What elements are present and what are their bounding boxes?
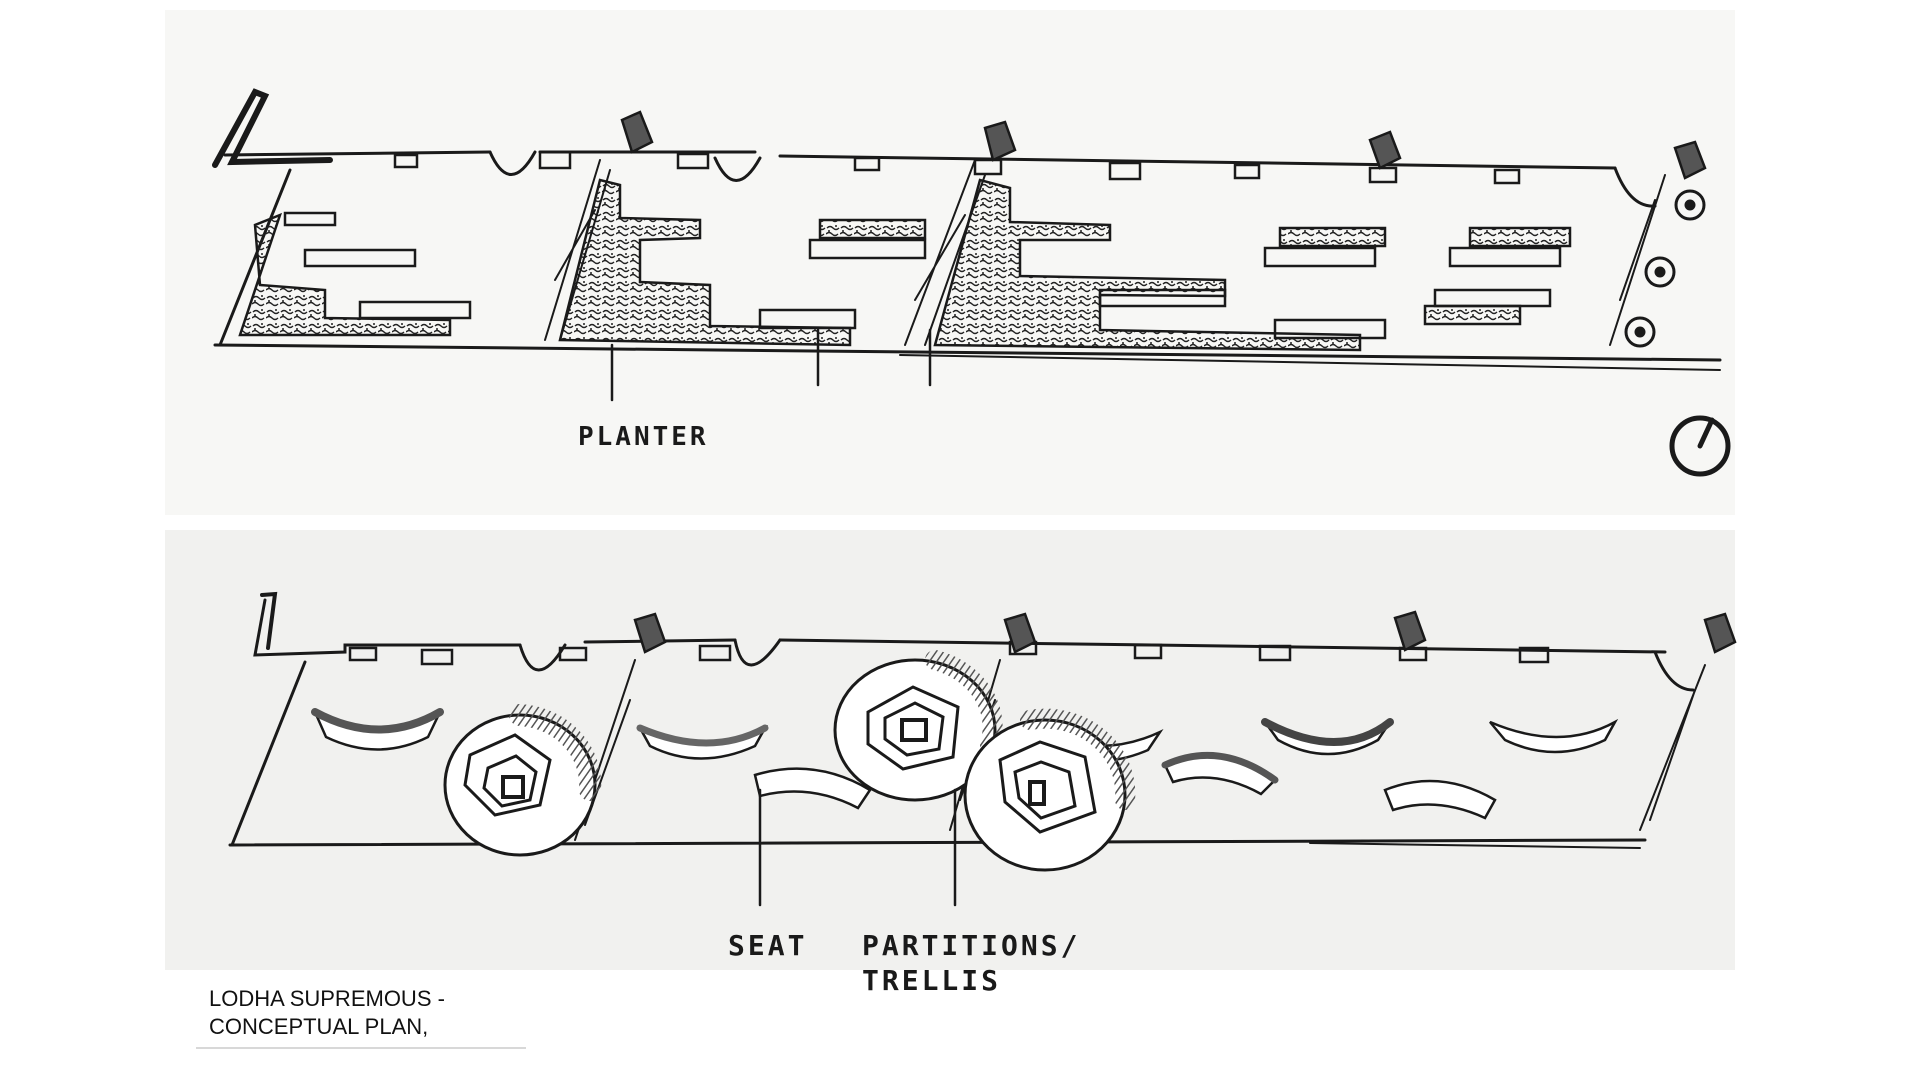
caption-line-2: CONCEPTUAL PLAN, (209, 1014, 429, 1039)
plan-bottom (228, 591, 1737, 907)
door-swing-icon (488, 150, 537, 176)
door-swing-icon (518, 643, 567, 672)
caption-line-1: LODHA SUPREMOUS - (209, 986, 445, 1011)
tree-planters (443, 650, 1136, 872)
door-swing-icon (733, 638, 782, 667)
leader-lines (610, 328, 932, 402)
drawing-caption: LODHA SUPREMOUS - CONCEPTUAL PLAN, (209, 985, 529, 1041)
label-trellis: TRELLIS (862, 964, 1001, 997)
sketch-paper-top (165, 10, 1735, 515)
north-arrow-icon (1669, 415, 1731, 477)
corner-column-icon (212, 88, 333, 168)
round-columns (1624, 189, 1706, 348)
columns (620, 110, 1707, 180)
door-swing-icon (713, 156, 762, 182)
leader-lines (758, 788, 957, 907)
caption-divider (196, 1047, 526, 1049)
wall-fixtures (348, 640, 1550, 666)
label-seat: SEAT (728, 929, 807, 962)
door-swing-icon (1653, 650, 1695, 692)
trellis-hatch (544, 159, 1666, 346)
door-swing-icon (1613, 166, 1657, 208)
wall-fixtures (393, 150, 1521, 185)
benches (283, 211, 1562, 340)
label-partitions: PARTITIONS/ (862, 929, 1080, 962)
label-planter: PLANTER (578, 422, 709, 452)
columns (633, 610, 1737, 654)
planters (238, 178, 1572, 352)
plan-top (212, 88, 1731, 477)
